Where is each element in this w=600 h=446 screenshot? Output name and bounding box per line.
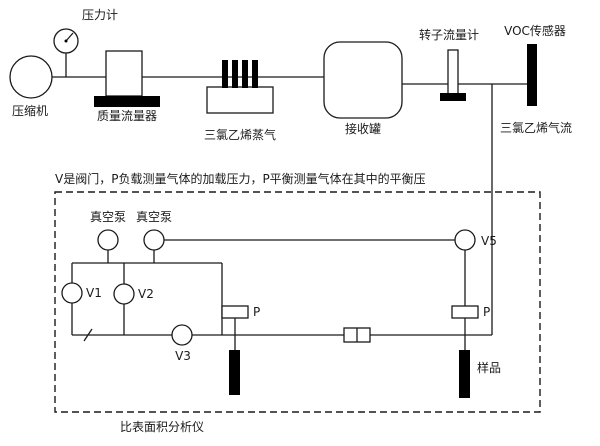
tce-vapor-label: 三氯乙烯蒸气	[204, 127, 276, 142]
tce-vapor-fin	[222, 60, 228, 88]
sample-tube-left-bar	[229, 350, 240, 395]
receiving-tank-vessel	[323, 41, 403, 119]
vacuum-pump-1: 真空泵	[90, 210, 126, 251]
voc-sensor: VOC传感器 三氯乙烯气流	[500, 23, 572, 135]
vacuum-pump-2-label: 真空泵	[136, 210, 172, 224]
valve-v3-symbol	[171, 324, 193, 346]
rotameter-tube	[447, 49, 459, 95]
pressure-transducer-right-label: P	[483, 305, 490, 319]
inline-cell	[343, 327, 371, 343]
valve-v3: V3	[171, 324, 193, 363]
pressure-transducer-left-label: P	[253, 305, 260, 319]
valve-v1-symbol	[61, 282, 83, 304]
receiving-tank: 接收罐	[323, 41, 403, 136]
valve-v2-label: V2	[138, 287, 154, 301]
analyzer-dashed-box	[54, 191, 541, 413]
valve-v2-symbol	[113, 283, 135, 305]
pipes	[52, 53, 527, 335]
pressure-gauge-pivot	[64, 39, 68, 43]
mass-flow-label: 质量流量器	[97, 109, 157, 123]
compressor-symbol	[9, 55, 53, 99]
vacuum-pump-1-label: 真空泵	[90, 210, 126, 224]
pressure-transducer-right-body	[451, 305, 479, 319]
mass-flow-base	[94, 96, 160, 107]
pressure-transducer-right: P	[451, 305, 490, 319]
mass-flow-body	[105, 50, 143, 97]
sample-tube-right: 样品	[459, 350, 501, 398]
voc-sensor-label: VOC传感器	[504, 23, 566, 38]
valve-v5-symbol	[454, 229, 476, 251]
tce-vapor-fin	[252, 60, 258, 88]
tce-vapor-fin	[242, 60, 248, 88]
pressure-gauge: 压力计	[53, 8, 118, 54]
pressure-gauge-label: 压力计	[82, 8, 118, 22]
analyzer-box-label: 比表面积分析仪	[120, 420, 204, 434]
mass-flow-controller: 质量流量器	[94, 50, 160, 123]
rotameter: 转子流量计	[419, 27, 479, 101]
rotameter-base	[440, 93, 466, 101]
pressure-transducer-left: P	[221, 305, 260, 319]
pressure-transducer-left-body	[221, 305, 249, 319]
receiving-tank-label: 接收罐	[345, 121, 381, 136]
valve-v1-label: V1	[86, 286, 102, 300]
vacuum-pump-2-symbol	[143, 229, 165, 251]
tce-stream-label: 三氯乙烯气流	[500, 120, 572, 135]
vacuum-pump-2: 真空泵	[136, 210, 172, 251]
voc-sensor-bar	[527, 44, 537, 106]
valve-v5: V5	[454, 229, 497, 251]
compressor: 压缩机	[9, 55, 53, 118]
sample-label: 样品	[477, 360, 501, 375]
tce-vapor-generator: 三氯乙烯蒸气	[204, 60, 276, 142]
manifold-tick-mark	[83, 328, 93, 342]
vacuum-pump-1-symbol	[97, 229, 119, 251]
valve-v1: V1	[61, 282, 102, 304]
compressor-label: 压缩机	[12, 103, 48, 118]
valve-note: V是阀门，P负载测量气体的加载压力，P平衡测量气体在其中的平衡压	[55, 171, 426, 186]
valve-v3-label: V3	[175, 349, 191, 363]
rotameter-label: 转子流量计	[419, 27, 479, 42]
tce-vapor-vessel	[206, 86, 274, 114]
pressure-gauge-needle	[65, 32, 74, 42]
analyzer-pipes	[71, 239, 492, 350]
valve-v2: V2	[113, 283, 154, 305]
valve-v5-label: V5	[481, 234, 497, 248]
tce-vapor-fin	[232, 60, 238, 88]
sample-tube-left	[229, 350, 240, 395]
sample-tube-right-bar	[459, 350, 470, 398]
